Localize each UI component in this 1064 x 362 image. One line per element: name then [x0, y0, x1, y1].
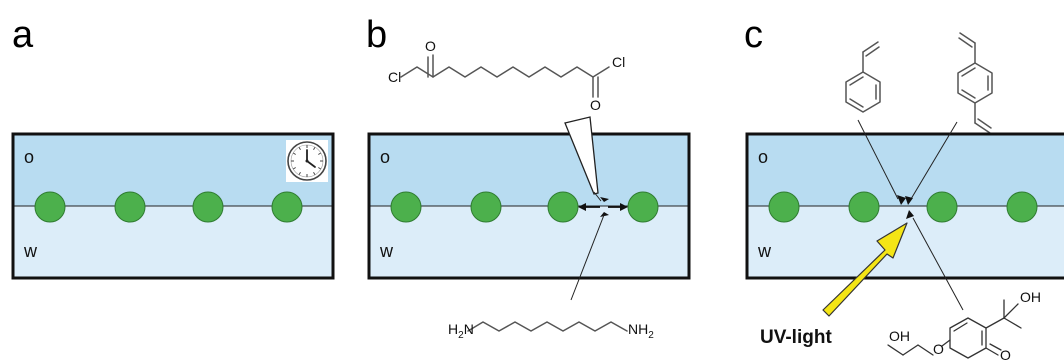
- particle: [271, 191, 303, 223]
- particle: [1006, 191, 1038, 223]
- atom-sub-right: 2: [648, 330, 654, 341]
- monomer-pointer-lines: [857, 119, 964, 311]
- container-frame-b: [367, 132, 691, 280]
- svg-text:H2N: H2N: [448, 321, 474, 341]
- diamine-pointer-line: [570, 214, 605, 301]
- panel-label-c: c: [744, 14, 763, 56]
- water-label-a: w: [23, 241, 38, 261]
- particle: [547, 191, 579, 223]
- particle: [34, 191, 66, 223]
- uv-light-label: UV-light: [760, 327, 832, 348]
- syringe-line: [593, 191, 602, 202]
- particle: [192, 191, 224, 223]
- container-frame-a: [11, 132, 335, 280]
- oil-phase-c: [747, 134, 1064, 206]
- particle: [627, 191, 659, 223]
- panel-b: b Cl O Cl O o w: [366, 14, 691, 341]
- water-label-c: w: [757, 241, 772, 261]
- particle: [926, 191, 958, 223]
- container-frame-c: [745, 132, 1064, 280]
- convergence-arrowheads: [897, 195, 914, 219]
- clock-icon: [286, 140, 328, 182]
- atom-o-left: O: [425, 38, 436, 54]
- panel-label-a: a: [12, 14, 34, 56]
- atom-o-ether: O: [933, 341, 944, 357]
- atom-cl-right: Cl: [612, 54, 625, 70]
- divinylbenzene-structure: [957, 32, 993, 134]
- atom-sub-left: 2: [458, 330, 464, 341]
- uv-light-arrow: [822, 222, 908, 317]
- atom-oh-left: OH: [889, 328, 910, 344]
- atom-cl-left: Cl: [388, 69, 401, 85]
- particle: [768, 191, 800, 223]
- atom-oh-right: OH: [1020, 289, 1041, 305]
- particle: [470, 191, 502, 223]
- particle: [114, 191, 146, 223]
- sebacoyl-chloride-structure: Cl O Cl O: [388, 38, 625, 113]
- hexanediamine-structure: H2N NH2: [448, 321, 654, 341]
- oil-label-b: o: [380, 147, 390, 167]
- atom-o-ketone: O: [1000, 347, 1011, 362]
- panel-a: a o w: [11, 14, 335, 280]
- syringe-tip-icon: [564, 116, 599, 195]
- water-label-b: w: [379, 241, 394, 261]
- particle: [848, 191, 880, 223]
- atom-o-right: O: [590, 97, 601, 113]
- atom-nh-right: NH: [628, 321, 648, 337]
- panel-label-b: b: [366, 14, 387, 56]
- oil-label-a: o: [24, 147, 34, 167]
- panel-c: c o: [744, 14, 1064, 362]
- oil-label-c: o: [758, 147, 768, 167]
- svg-text:NH2: NH2: [628, 321, 654, 341]
- atom-n-left: N: [464, 321, 474, 337]
- photoinitiator-structure: OH O OH O: [887, 289, 1041, 362]
- spread-arrows: [578, 197, 628, 217]
- styrene-structure: [845, 41, 881, 113]
- particle: [390, 191, 422, 223]
- atom-h-left: H: [448, 321, 458, 337]
